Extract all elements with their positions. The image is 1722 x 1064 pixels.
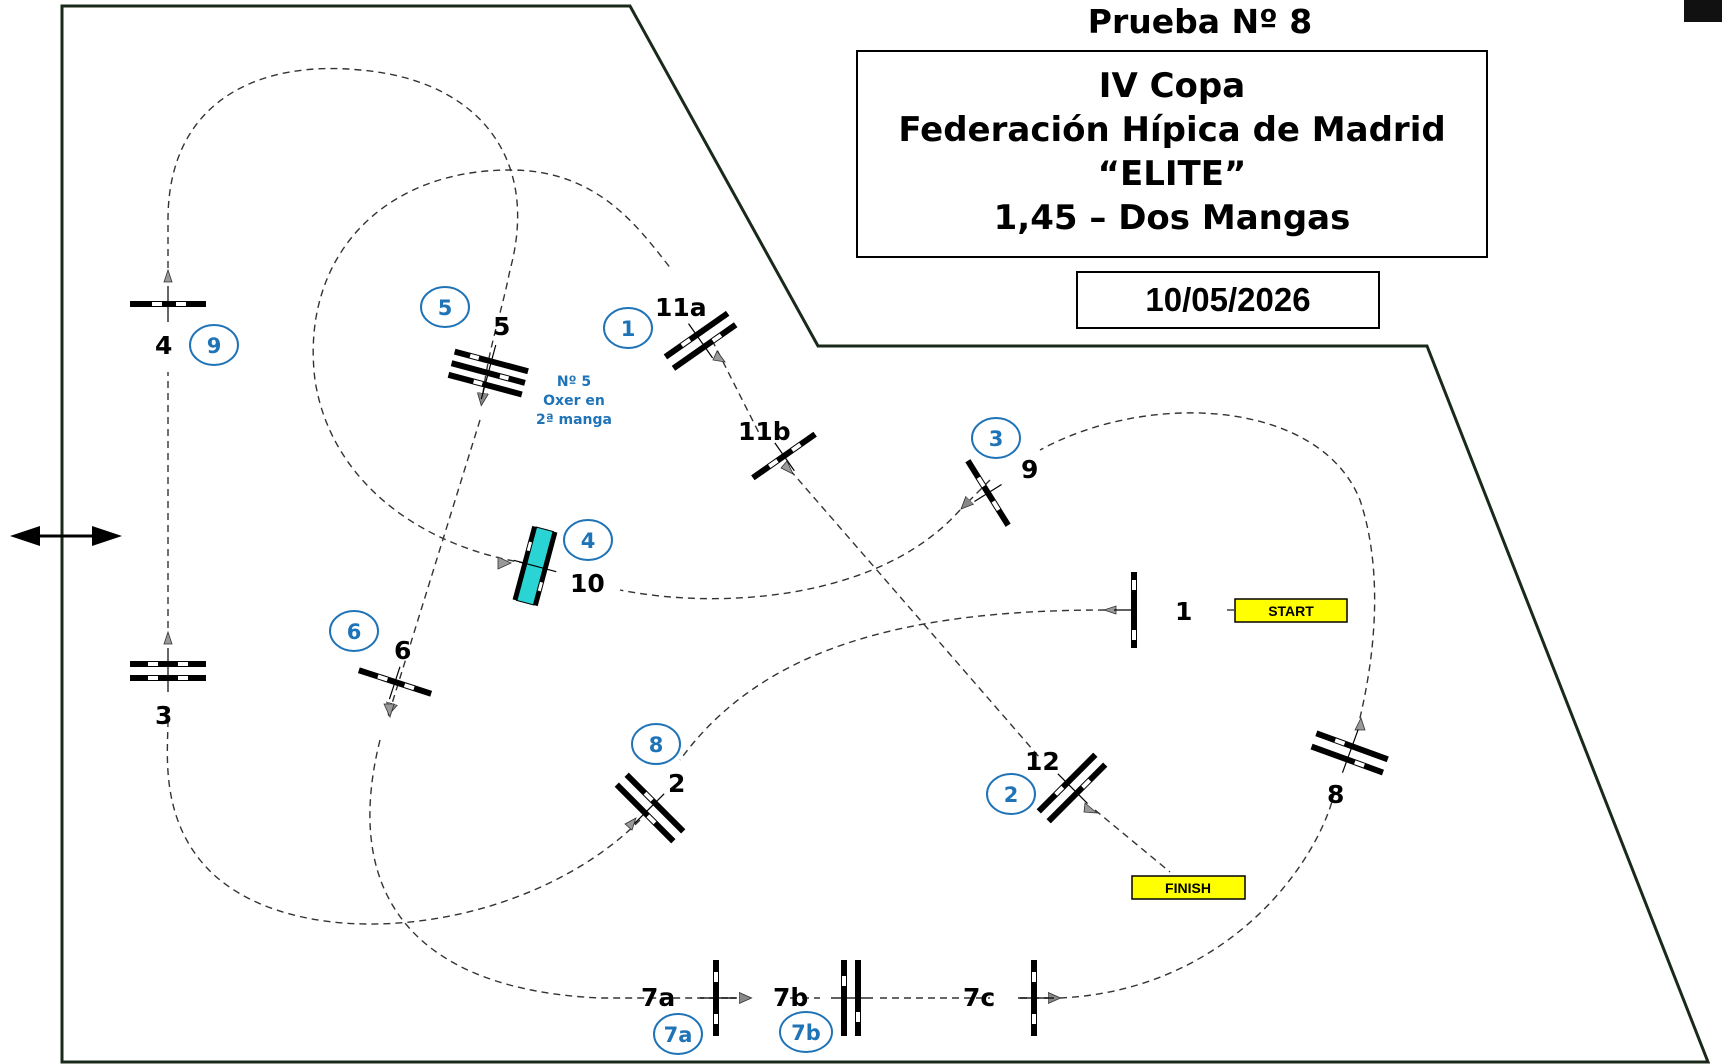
date-box: 10/05/2026 xyxy=(1076,271,1380,329)
note-line: 2ª manga xyxy=(536,412,612,428)
fence-4 xyxy=(130,286,206,322)
note-line: Oxer en xyxy=(543,393,605,409)
fence5-note: Nº 5 Oxer en 2ª manga xyxy=(536,374,612,428)
round2-number: 6 xyxy=(347,620,362,644)
title-line: Federación Hípica de Madrid xyxy=(898,110,1446,150)
fence-number: 2 xyxy=(668,769,685,798)
fence-2 xyxy=(614,772,686,844)
fences xyxy=(130,286,1389,1036)
fence-9 xyxy=(965,459,1011,527)
corner-block xyxy=(1684,0,1722,22)
title-line: “ELITE” xyxy=(1097,154,1247,194)
fence-7a xyxy=(700,960,736,1036)
start-flag: START xyxy=(1234,598,1348,623)
fence-number: 7a xyxy=(641,983,675,1012)
fence-number: 4 xyxy=(155,331,172,360)
title-line: 1,45 – Dos Mangas xyxy=(993,198,1351,238)
fence-11a xyxy=(663,310,738,371)
fence-number: 7b xyxy=(773,983,808,1012)
fence-12 xyxy=(1036,752,1108,824)
title-box: IV Copa Federación Hípica de Madrid “ELI… xyxy=(856,50,1488,258)
round2-number: 9 xyxy=(207,334,222,358)
fence-10-water xyxy=(512,525,558,607)
fence-number: 10 xyxy=(570,569,605,598)
entrance-arrow xyxy=(10,526,122,546)
course-route xyxy=(166,67,1376,998)
round2-number: 2 xyxy=(1004,783,1019,807)
fence-number: 11a xyxy=(655,293,707,322)
fence-number: 5 xyxy=(493,312,510,341)
finish-flag: FINISH xyxy=(1131,875,1246,900)
fence-5 xyxy=(447,344,529,400)
second-round-markers: 1 2 3 4 5 6 7a 7b 8 9 xyxy=(189,286,1036,1055)
round2-number: 4 xyxy=(581,529,596,553)
test-number: Prueba Nº 8 xyxy=(1087,2,1313,41)
arena-outline xyxy=(60,4,1711,1064)
fence-number: 11b xyxy=(738,417,791,446)
fence-number: 8 xyxy=(1327,780,1344,809)
round2-number: 7a xyxy=(664,1023,693,1047)
round2-number: 7b xyxy=(791,1021,821,1045)
fence-6 xyxy=(357,666,433,700)
fence-number: 12 xyxy=(1025,747,1060,776)
note-line: Nº 5 xyxy=(557,374,591,390)
fence-7b xyxy=(831,960,873,1036)
fence-number: 9 xyxy=(1021,455,1038,484)
title-line: IV Copa xyxy=(1098,66,1246,106)
finish-label: FINISH xyxy=(1165,880,1211,896)
start-label: START xyxy=(1268,603,1314,619)
fence-3 xyxy=(130,648,206,692)
fence-1 xyxy=(1114,572,1137,648)
fence-number: 1 xyxy=(1175,597,1192,626)
fence-number: 6 xyxy=(394,636,411,665)
date-text: 10/05/2026 xyxy=(1145,281,1311,318)
fence-numbers: 1 2 3 4 5 6 7a 7b 7c 8 9 10 11a 11b 12 xyxy=(155,293,1344,1012)
fence-8 xyxy=(1310,729,1389,776)
round2-number: 5 xyxy=(438,296,453,320)
fence-11b xyxy=(751,431,817,481)
fence-7c xyxy=(1018,960,1054,1036)
round2-number: 1 xyxy=(621,317,636,341)
round2-number: 8 xyxy=(649,733,664,757)
fence-number: 7c xyxy=(963,983,995,1012)
direction-arrows xyxy=(163,268,1366,831)
fence-number: 3 xyxy=(155,701,172,730)
round2-number: 3 xyxy=(989,427,1004,451)
